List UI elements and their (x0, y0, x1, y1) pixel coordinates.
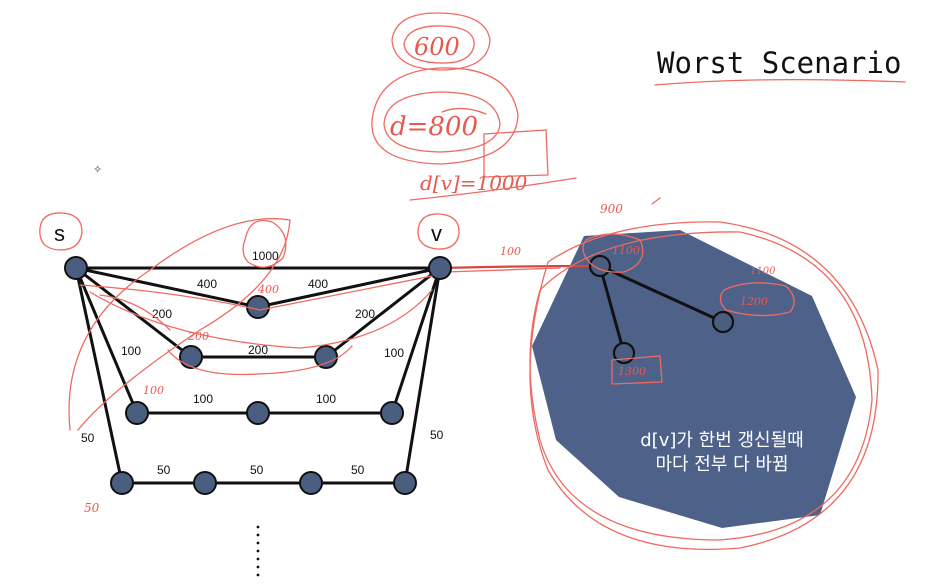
stroke-extra (99, 294, 171, 331)
edge-a-v (256, 266, 442, 309)
note-50: 50 (84, 501, 100, 515)
node-s (64, 256, 88, 280)
root-circle-annotation (582, 233, 644, 273)
edge-label-top-left: 400 (197, 277, 217, 291)
handwritten-annotations: 600 d=800 d[v]=1000 400 200 100 50 900 1… (39, 12, 879, 551)
circle-1000-annotation (242, 219, 287, 268)
subtree-region (532, 230, 856, 528)
edge-v-root (439, 264, 601, 270)
edge-label-mid-left: 200 (152, 307, 172, 321)
node-label-v: v (431, 221, 442, 246)
path-mid-low-highlight (167, 345, 353, 376)
edge-s-c1 (74, 266, 139, 415)
edge-label-sv: 1000 (252, 249, 279, 263)
note-100: 100 (143, 384, 164, 397)
slide-title: Worst Scenario (657, 46, 901, 80)
edge-label-low-mid2: 100 (316, 392, 336, 406)
note-box-1300 (611, 355, 663, 385)
note-ellipse-1-inner (403, 25, 475, 64)
node-b2 (314, 345, 338, 369)
region-caption-line2: 마다 전부 다 바뀜 (655, 454, 788, 475)
edge-label-low-mid1: 100 (193, 392, 213, 406)
tree-edges (598, 264, 725, 355)
note-box-1000 (483, 129, 549, 178)
edge-label-bot-left: 50 (81, 431, 95, 445)
note-1200: 1200 (740, 295, 768, 308)
region-outer-circle-2 (529, 231, 873, 541)
note-1300: 1300 (618, 365, 646, 378)
node-d4 (393, 471, 417, 495)
note-900: 900 (600, 202, 623, 216)
tree-child-right (711, 310, 735, 334)
edge-s-d1 (74, 266, 124, 485)
node-d1 (110, 471, 134, 495)
sparkle-icon: ✧ (93, 163, 102, 176)
title-underline (654, 78, 906, 86)
note-d800-strike (441, 107, 487, 115)
tree-edge-down (598, 264, 626, 355)
edge-label-top-right: 400 (308, 277, 328, 291)
note-400: 400 (257, 283, 279, 296)
note-100-edge: 100 (500, 245, 521, 258)
node-b1 (179, 345, 203, 369)
node-label-s: s (54, 221, 65, 246)
edge-label-mid-right: 200 (355, 307, 375, 321)
edge-s-a (74, 266, 260, 309)
node-c3 (380, 401, 404, 425)
right-node-annotation (719, 282, 795, 317)
node-v (428, 256, 452, 280)
node-c1 (125, 401, 149, 425)
note-1100-right: 1100 (750, 266, 776, 277)
edge-label-bot-right: 50 (430, 428, 444, 442)
node-a (246, 295, 270, 319)
region-outer-circle (529, 221, 879, 551)
note-1100-root: 1100 (612, 244, 640, 257)
note-dv1000: d[v]=1000 (420, 171, 528, 195)
node-d3 (299, 471, 323, 495)
edge-s-b1 (74, 266, 193, 359)
note-ellipse-1 (391, 12, 491, 71)
edge-d4-v (403, 266, 442, 485)
region-caption-line1: d[v]가 한번 갱신될때 (640, 430, 804, 451)
note-underline-1000 (409, 177, 577, 201)
note-200: 200 (187, 330, 209, 343)
path-left-loop (68, 217, 291, 431)
graph-edges (74, 266, 442, 485)
edge-label-low-right: 100 (384, 346, 404, 360)
edge-label-mid-mid: 200 (248, 343, 268, 357)
note-900-tick (651, 197, 661, 205)
path-top-highlight (79, 275, 433, 311)
path-mid-highlight (89, 289, 433, 349)
circle-s-annotation (39, 212, 83, 251)
edge-labels: 1000 400 400 200 200 200 100 100 100 100… (81, 249, 444, 477)
note-ellipse-2-inner (383, 91, 501, 153)
circle-v-annotation (417, 213, 460, 250)
edge-b2-v (324, 266, 442, 359)
edge-label-bot-1: 50 (157, 463, 171, 477)
note-ellipse-2 (371, 67, 519, 165)
node-d2 (193, 471, 217, 495)
node-c2 (246, 401, 270, 425)
edge-label-low-left: 100 (121, 344, 141, 358)
note-d800: d=800 (390, 112, 478, 142)
edge-label-bot-3: 50 (351, 463, 365, 477)
edge-v-root-stroke (445, 267, 561, 273)
note-600: 600 (414, 33, 460, 61)
ellipsis-dots (256, 525, 260, 577)
edge-label-bot-2: 50 (250, 463, 264, 477)
edge-c3-v (390, 266, 442, 415)
tree-edge-right (598, 264, 725, 324)
